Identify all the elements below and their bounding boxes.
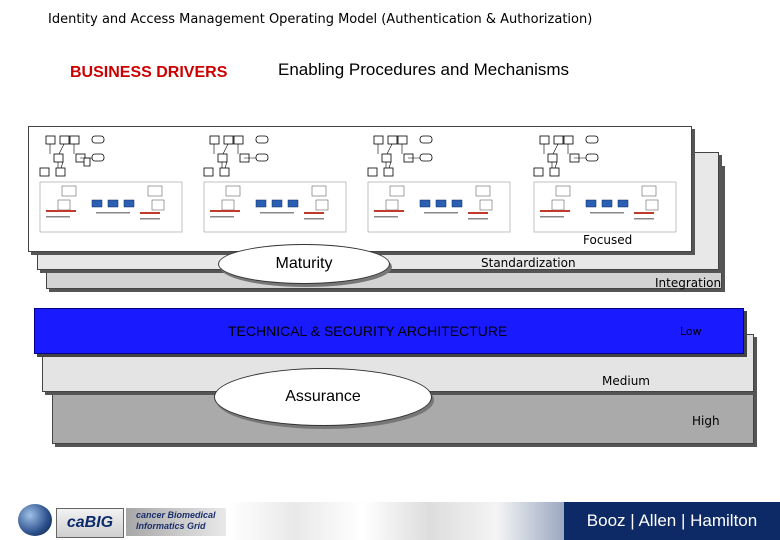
maturity-level-standardization: Standardization bbox=[481, 256, 576, 270]
process-diagram-thumbnail bbox=[39, 135, 183, 233]
process-diagram-thumbnail bbox=[367, 135, 511, 233]
globe-icon bbox=[18, 504, 52, 536]
cabig-tagline-background bbox=[126, 508, 226, 536]
process-diagram-thumbnail bbox=[533, 135, 677, 233]
maturity-ellipse: Maturity bbox=[218, 244, 390, 284]
cabig-logo-text: caBIG bbox=[66, 514, 114, 531]
maturity-level-focused: Focused bbox=[583, 233, 633, 247]
assurance-level-low: Low bbox=[680, 325, 702, 338]
cabig-tagline-line-1: cancer Biomedical bbox=[136, 510, 216, 520]
maturity-level-integration: Integration bbox=[655, 276, 722, 290]
enabling-procedures-heading: Enabling Procedures and Mechanisms bbox=[278, 60, 570, 79]
booz-allen-hamilton-text: Booz | Allen | Hamilton bbox=[586, 511, 758, 530]
assurance-ellipse: Assurance bbox=[214, 368, 432, 426]
cabig-tagline-line-2: Informatics Grid bbox=[136, 521, 206, 531]
cabig-logo: caBIG bbox=[56, 508, 124, 538]
architecture-label: TECHNICAL & SECURITY ARCHITECTURE bbox=[228, 323, 508, 339]
maturity-label: Maturity bbox=[275, 255, 333, 272]
assurance-level-high: High bbox=[692, 414, 720, 428]
process-diagram-thumbnail bbox=[203, 135, 347, 233]
business-drivers-heading: BUSINESS DRIVERS bbox=[70, 64, 228, 81]
assurance-label: Assurance bbox=[285, 388, 361, 405]
assurance-layer-low bbox=[34, 308, 744, 354]
footer-decorative-band bbox=[228, 502, 564, 540]
page-title: Identity and Access Management Operating… bbox=[48, 12, 593, 27]
booz-allen-hamilton-logo: Booz | Allen | Hamilton bbox=[564, 502, 780, 540]
assurance-level-medium: Medium bbox=[602, 374, 650, 388]
